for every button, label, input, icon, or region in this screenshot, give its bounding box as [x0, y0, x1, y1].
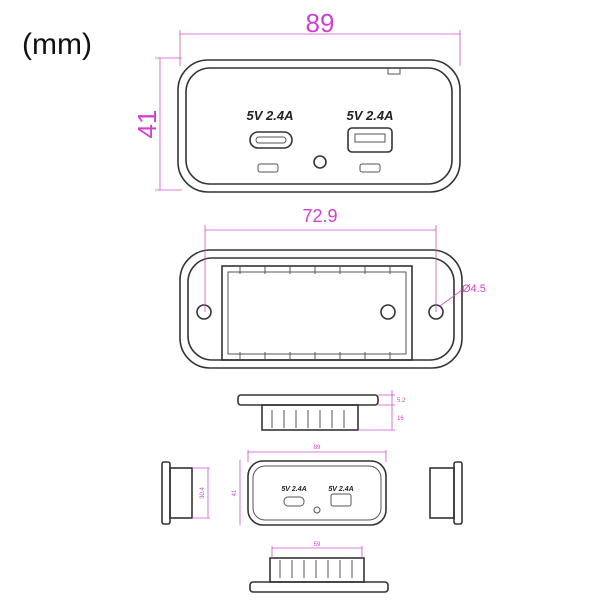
- dim-small-height: 41: [232, 489, 238, 496]
- dim-width: 89: [306, 8, 335, 38]
- port-label-c: 5V 2.4A: [247, 108, 294, 123]
- unit-label: (mm): [22, 28, 92, 61]
- charge-indicator-icon: [359, 163, 381, 173]
- side-views: 30.4: [161, 461, 463, 525]
- dim-depth: 16: [397, 416, 404, 422]
- front-view: 5V 2.4A 5V 2.4A 89 41: [132, 8, 461, 193]
- dim-flange: 5.2: [397, 398, 406, 404]
- small-port-label-c: 5V 2.4A: [281, 486, 306, 493]
- dim-body-width: 59: [314, 542, 321, 548]
- charge-indicator-icon: [257, 163, 279, 173]
- bottom-view: 59: [249, 542, 389, 593]
- dim-side-height: 30.4: [200, 487, 206, 499]
- dim-hole-diameter: Ø4.5: [462, 283, 486, 295]
- dim-hole-spacing: 72.9: [302, 206, 337, 226]
- usb-a-port-icon: [347, 127, 393, 153]
- usb-c-port-icon: [249, 131, 293, 149]
- small-port-label-a: 5V 2.4A: [328, 486, 353, 493]
- led-icon: [313, 155, 327, 169]
- small-front-view: 5V 2.4A 5V 2.4A 89 41: [232, 445, 387, 526]
- dim-height: 41: [132, 110, 162, 139]
- back-view: 72.9 Ø4.5: [179, 206, 486, 369]
- top-view: 5.2 16: [237, 390, 406, 431]
- port-label-a: 5V 2.4A: [347, 108, 394, 123]
- dim-small-width: 89: [314, 445, 321, 451]
